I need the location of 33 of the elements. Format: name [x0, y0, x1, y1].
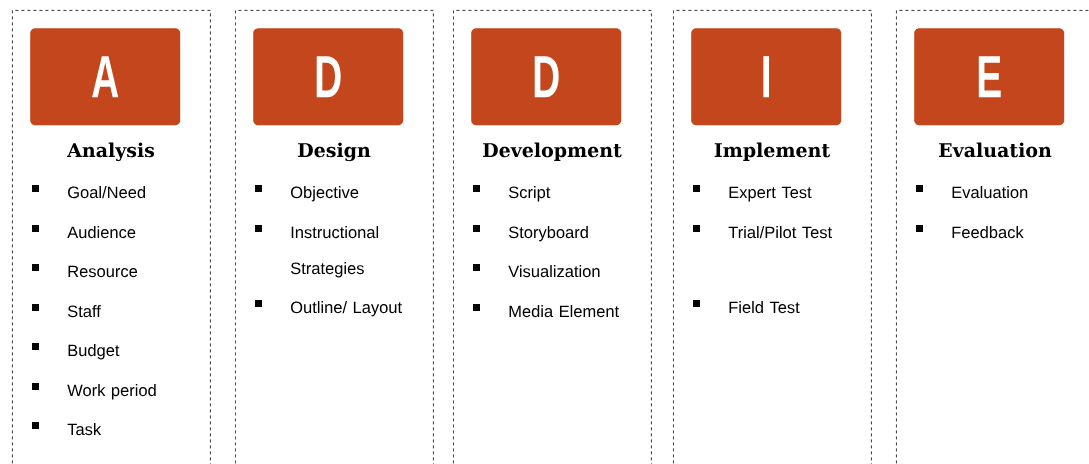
letter-tile: I: [691, 28, 842, 126]
column-heading: Development: [483, 142, 622, 161]
column-panel: [235, 10, 434, 464]
bullet-item: Visualization: [473, 264, 600, 278]
bullet-item: Objective: [255, 185, 359, 202]
column-panel: [453, 10, 652, 464]
bullet-item: Audience: [32, 225, 136, 239]
bullet-item: Script: [473, 185, 551, 202]
bullet-item: Budget: [32, 343, 120, 360]
bullet-item: Resource: [32, 264, 138, 278]
bullet-item: Goal/Need: [32, 185, 145, 199]
column-heading: Design: [298, 142, 371, 162]
letter-tile: A: [30, 28, 181, 126]
letter-tile: D: [471, 28, 622, 126]
bullet-item: Expert Test: [693, 185, 812, 202]
bullet-item: Outline/ Layout: [255, 300, 402, 317]
bullet-item: Task: [32, 422, 102, 436]
column-panel: [673, 10, 872, 464]
bullet-item: Work period: [32, 383, 156, 400]
bullet-item: Staff: [32, 304, 101, 318]
letter-tile: D: [253, 28, 404, 126]
bullet-item: Media Element: [473, 304, 620, 318]
bullet-item: Field Test: [693, 300, 800, 314]
bullet-item: Trial/Pilot Test: [693, 225, 832, 239]
bullet-item: Storyboard: [473, 225, 588, 242]
bullet-item: Feedback: [916, 225, 1024, 239]
column-heading: Evaluation: [939, 142, 1052, 158]
letter-tile: E: [914, 28, 1065, 126]
column-heading: Implement: [714, 142, 831, 161]
bullet-item: Instructional Strategies: [255, 225, 379, 278]
column-panel: [12, 10, 211, 464]
bullet-item: Evaluation: [916, 185, 1028, 199]
column-heading: Analysis: [67, 142, 155, 162]
